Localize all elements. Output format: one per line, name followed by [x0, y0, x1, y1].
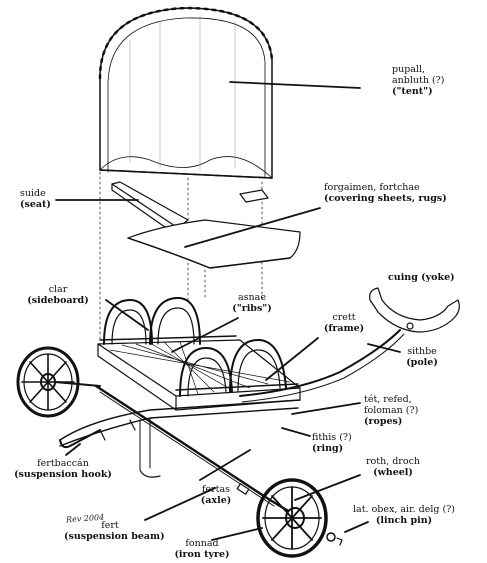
- label-sithbe: sithbe (pole): [400, 346, 444, 368]
- label-clar-line1: clar: [48, 284, 68, 295]
- label-suide-line1: suide: [20, 188, 46, 199]
- label-suide-line2: (seat): [20, 199, 51, 210]
- covering-sheet-drawing: [127, 219, 301, 269]
- left-wheel-drawing: [16, 346, 101, 418]
- label-fithis: fithis (?) (ring): [312, 432, 352, 454]
- label-cuing-line1: cuing (yoke): [388, 272, 455, 283]
- label-tet-line2: foloman (?): [364, 405, 419, 416]
- label-lat-line1: lat. obex, air. delg (?): [353, 504, 455, 515]
- label-suide: suide (seat): [20, 188, 51, 210]
- suspension-hook-drawing: [59, 419, 136, 449]
- label-fertbaccan-line2: (suspension hook): [14, 469, 112, 480]
- label-asnae-line1: asnae: [238, 292, 266, 303]
- label-crett: crett (frame): [318, 312, 370, 334]
- label-tet: tét, refed, foloman (?) (ropes): [364, 394, 418, 427]
- label-tet-line1: tét, refed,: [364, 394, 412, 405]
- label-forgaimen-line1: forgaimen, fortchae: [324, 182, 420, 193]
- label-fithis-line1: fithis (?): [312, 432, 352, 443]
- label-lat: lat. obex, air. delg (?) (linch pin): [342, 504, 466, 526]
- label-fonnad-line1: fonnad: [185, 538, 219, 549]
- label-roth: roth, droch (wheel): [362, 456, 424, 478]
- label-pupall-line3: ("tent"): [392, 86, 433, 97]
- leader-lines: [55, 81, 401, 541]
- right-wheel-drawing: [256, 478, 328, 558]
- label-fonnad: fonnad (iron tyre): [174, 538, 230, 560]
- label-roth-line1: roth, droch: [365, 456, 421, 467]
- label-lat-line2: (linch pin): [375, 515, 433, 526]
- label-sithbe-line1: sithbe: [407, 346, 437, 357]
- label-crett-line1: crett: [332, 312, 356, 323]
- linch-pin-drawing: [326, 532, 343, 546]
- label-clar-line2: (sideboard): [27, 295, 89, 306]
- label-asnae-line2: ("ribs"): [232, 303, 272, 314]
- label-forgaimen: forgaimen, fortchae (covering sheets, ru…: [324, 182, 447, 204]
- label-fert-line2: (suspension beam): [64, 531, 165, 542]
- label-fertas-line2: (axle): [200, 495, 232, 506]
- label-fertas: fertas (axle): [196, 484, 236, 506]
- label-clar: clar (sideboard): [26, 284, 90, 306]
- label-fertbaccan: fertbaccán (suspension hook): [8, 458, 118, 480]
- label-crett-line2: (frame): [323, 323, 365, 334]
- label-roth-line2: (wheel): [373, 467, 413, 478]
- label-fert-line1: fert: [101, 520, 119, 531]
- label-pupall-line1: pupall,: [392, 64, 426, 75]
- chariot-body-drawing: [59, 297, 301, 478]
- label-fithis-line2: (ring): [312, 443, 344, 454]
- axle-drawing: [94, 384, 292, 514]
- label-fertbaccan-line1: fertbaccán: [37, 458, 89, 469]
- label-asnae: asnae ("ribs"): [226, 292, 278, 314]
- label-pupall: pupall, anbluth (?) ("tent"): [392, 64, 444, 97]
- label-forgaimen-line2: (covering sheets, rugs): [324, 193, 447, 204]
- label-sithbe-line2: (pole): [406, 357, 438, 368]
- label-tet-line3: (ropes): [364, 416, 403, 427]
- label-fonnad-line2: (iron tyre): [174, 549, 230, 560]
- label-fert: fert (suspension beam): [64, 520, 165, 542]
- label-cuing: cuing (yoke): [388, 272, 455, 283]
- label-pupall-line2: anbluth (?): [392, 75, 445, 86]
- pole-and-yoke-drawing: [239, 287, 460, 403]
- tent-drawing: [98, 6, 274, 179]
- label-fertas-line1: fertas: [201, 484, 231, 495]
